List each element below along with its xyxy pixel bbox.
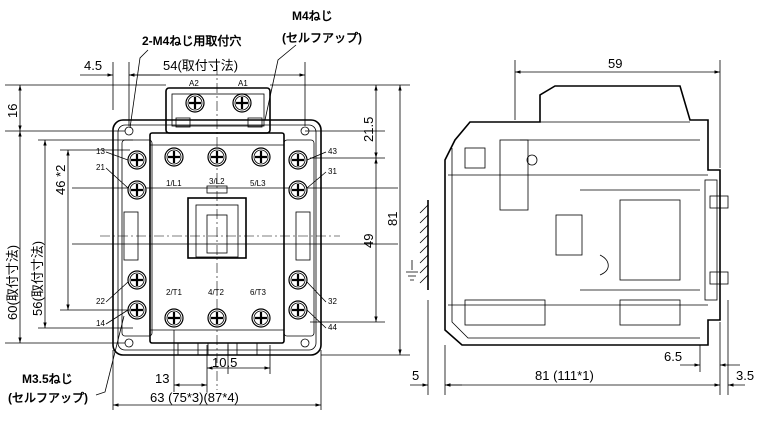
note-m35-screw: M3.5ねじ <box>22 372 73 386</box>
terminal-screws <box>124 92 310 348</box>
terminal-32: 32 <box>328 297 337 306</box>
dim-56-mounting: 56(取付寸法) <box>30 241 45 316</box>
terminal-a1: A1 <box>238 79 248 88</box>
dim-59: 59 <box>608 56 622 71</box>
dim-81-front: 81 <box>385 212 400 226</box>
terminal-13: 13 <box>96 147 105 156</box>
dim-46-note2: 46 *2 <box>53 165 68 195</box>
terminal-44: 44 <box>328 323 337 332</box>
front-top-dimensions: 4.5 54(取付寸法) <box>80 58 306 126</box>
front-left-dimensions: 16 60(取付寸法) 56(取付寸法) 46 *2 <box>5 84 166 344</box>
dim-16: 16 <box>5 104 20 118</box>
front-view: A2 A1 1/L1 3/L2 5/L3 2/T1 4/T2 6/T3 13 2… <box>5 9 410 410</box>
terminal-14: 14 <box>96 319 105 328</box>
terminal-t3: 6/T3 <box>250 288 267 297</box>
dim-21-5: 21.5 <box>361 117 376 142</box>
terminal-t2: 4/T2 <box>208 288 225 297</box>
dim-3-5: 3.5 <box>736 368 754 383</box>
note-m4-selfup: (セルフアップ) <box>282 30 362 45</box>
terminal-22: 22 <box>96 297 105 306</box>
terminal-31: 31 <box>328 167 337 176</box>
mounting-surface <box>406 200 429 290</box>
note-m35-selfup: (セルフアップ) <box>8 390 88 405</box>
contactor-body-front <box>112 87 322 356</box>
dim-13: 13 <box>155 371 169 386</box>
dim-54-mounting: 54(取付寸法) <box>163 58 238 73</box>
front-bottom-dimensions: 13 10.5 63 (75*3)(87*4) <box>112 330 322 410</box>
contactor-body-side <box>444 85 729 346</box>
terminal-43: 43 <box>328 147 337 156</box>
dim-6-5: 6.5 <box>664 349 682 364</box>
dim-63-width: 63 (75*3)(87*4) <box>150 390 239 405</box>
dim-10-5: 10.5 <box>212 355 237 370</box>
dim-5: 5 <box>412 368 419 383</box>
din-rail-band <box>72 187 398 245</box>
side-dimensions: 59 5 81 (111*1) 6.5 3.5 <box>410 56 754 395</box>
terminal-t1: 2/T1 <box>166 288 183 297</box>
terminal-l1: 1/L1 <box>166 179 182 188</box>
side-view: 59 5 81 (111*1) 6.5 3.5 <box>406 56 754 395</box>
terminal-l3: 5/L3 <box>250 179 266 188</box>
center-lines <box>100 65 340 390</box>
dim-81-side: 81 (111*1) <box>535 368 594 383</box>
front-notes: 2-M4ねじ用取付穴 M4ねじ (セルフアップ) M3.5ねじ (セルフアップ) <box>8 9 362 405</box>
terminal-21: 21 <box>96 163 105 172</box>
front-right-dimensions: 21.5 49 81 <box>270 84 410 356</box>
terminal-l2: 3/L2 <box>209 177 225 186</box>
terminal-labels: A2 A1 1/L1 3/L2 5/L3 2/T1 4/T2 6/T3 13 2… <box>96 79 337 332</box>
dim-60-mounting: 60(取付寸法) <box>5 245 20 320</box>
terminal-a2: A2 <box>189 79 199 88</box>
note-mount-hole: 2-M4ねじ用取付穴 <box>142 33 241 48</box>
dim-49: 49 <box>361 234 376 248</box>
note-m4-screw: M4ねじ <box>292 9 333 23</box>
dim-4-5: 4.5 <box>84 58 102 73</box>
